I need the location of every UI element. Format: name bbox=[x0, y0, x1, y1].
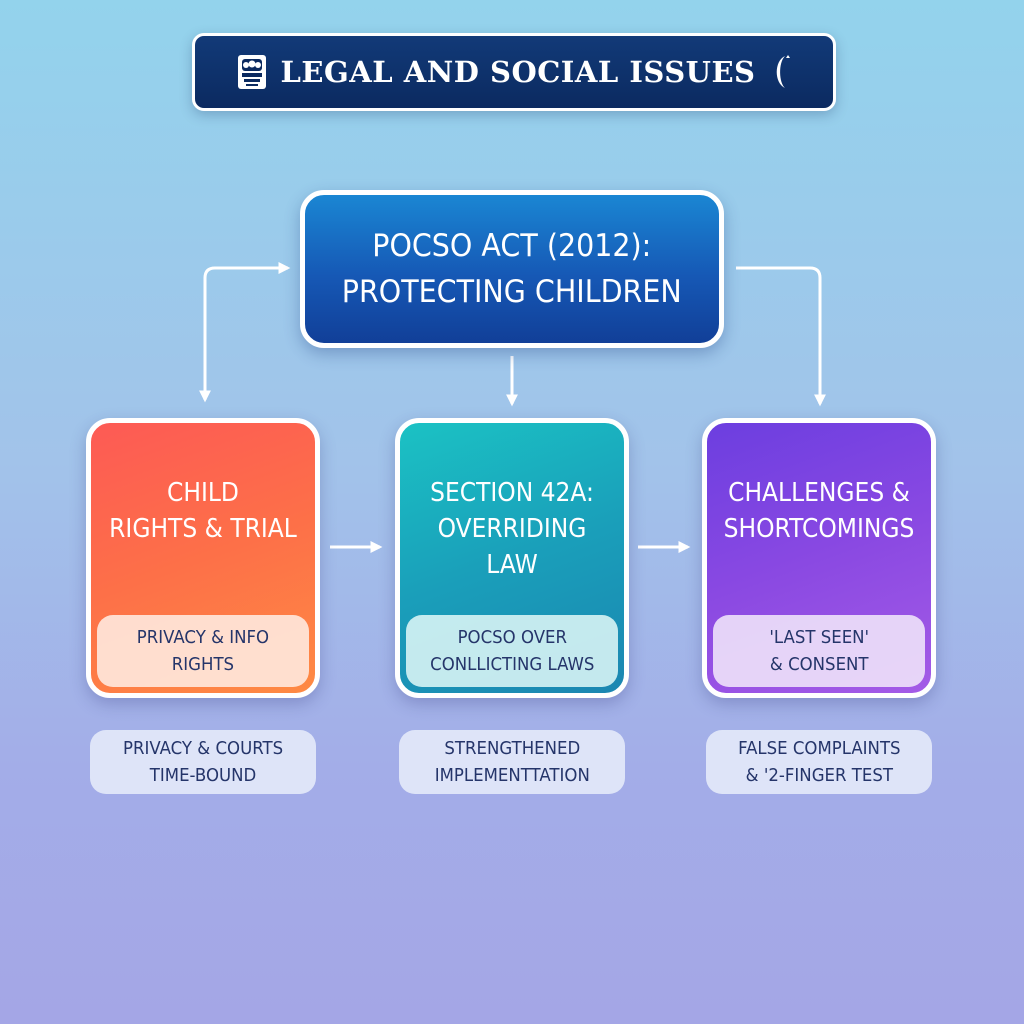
note-text: PRIVACY & COURTS TIME-BOUND bbox=[122, 738, 284, 786]
card-subtitle-box: PRIVACY & INFO RIGHTS bbox=[97, 615, 309, 687]
card-title: CHILD RIGHTS & TRIAL bbox=[109, 478, 297, 544]
root-node: POCSO ACT (2012): PROTECTING CHILDREN bbox=[300, 190, 724, 348]
note-pill-section-42a: STRENGTHENED IMPLEMENTTATION bbox=[399, 730, 625, 794]
arrow-root-card-right bbox=[736, 266, 826, 407]
card-subtitle: POCSO OVER CONLLICTING LAWS bbox=[429, 627, 595, 675]
arrow-root-card-left bbox=[199, 262, 291, 403]
note-pill-challenges: FALSE COMPLAINTS & '2-FINGER TEST bbox=[706, 730, 932, 794]
card-subtitle-box: POCSO OVER CONLLICTING LAWS bbox=[406, 615, 618, 687]
root-title: POCSO ACT (2012): PROTECTING CHILDREN bbox=[342, 228, 682, 310]
card-title: SECTION 42A: OVERRIDING LAW bbox=[430, 478, 594, 580]
card-section-42a: SECTION 42A: OVERRIDING LAW POCSO OVER C… bbox=[395, 418, 629, 698]
card-title: CHALLENGES & SHORTCOMINGS bbox=[723, 478, 915, 544]
card-subtitle: PRIVACY & INFO RIGHTS bbox=[136, 627, 270, 675]
note-text: STRENGTHENED IMPLEMENTTATION bbox=[434, 738, 590, 786]
banner-title: LEGAL AND SOCIAL ISSUES bbox=[280, 55, 756, 89]
note-pill-child-rights: PRIVACY & COURTS TIME-BOUND bbox=[90, 730, 316, 794]
title-banner: LEGAL AND SOCIAL ISSUES bbox=[192, 33, 836, 111]
emblem-icon bbox=[237, 55, 266, 89]
card-child-rights: CHILD RIGHTS & TRIAL PRIVACY & INFO RIGH… bbox=[86, 418, 320, 698]
note-text: FALSE COMPLAINTS & '2-FINGER TEST bbox=[737, 738, 901, 786]
card-subtitle: 'LAST SEEN' & CONSENT bbox=[769, 627, 869, 675]
card-challenges: CHALLENGES & SHORTCOMINGS 'LAST SEEN' & … bbox=[702, 418, 936, 698]
crescent-icon bbox=[776, 55, 790, 88]
card-subtitle-box: 'LAST SEEN' & CONSENT bbox=[713, 615, 925, 687]
